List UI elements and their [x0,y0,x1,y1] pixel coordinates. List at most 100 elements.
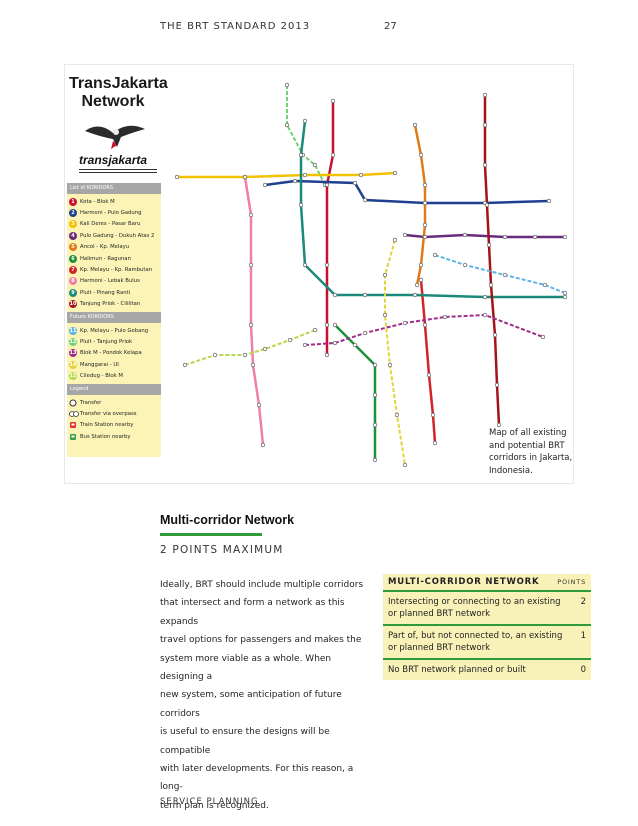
station-marker [430,412,436,418]
corridor-number-badge: 4 [69,231,77,240]
body-line: that intersect and form a network as thi… [160,598,345,627]
corridor-number-badge: 8 [69,277,77,286]
station-marker [256,402,262,408]
body-line: term plan is recognized. [160,800,269,811]
station-marker [502,234,508,240]
corridor-route-line [286,85,326,186]
running-head: THE BRT STANDARD 2013 [160,21,311,32]
table-row: No BRT network planned or built 0 [383,660,591,680]
station-marker [324,182,330,188]
station-marker [362,292,368,298]
legend-heading: Legend [67,383,161,395]
criterion-cell: No BRT network planned or built [388,665,526,675]
legend-symbol-item: Transfer [69,397,161,408]
station-marker [332,340,338,346]
station-marker [382,272,388,278]
page-number: 27 [384,21,397,32]
station-marker [432,252,438,258]
table-body: Intersecting or connecting to an existin… [383,592,591,680]
station-marker [412,122,418,128]
corridor-number-badge: 15 [69,372,77,381]
station-marker [352,180,358,186]
station-marker [418,262,424,268]
corridor-name: Harmoni - Pulo Gadung [80,210,142,217]
station-marker [298,152,304,158]
corridor-name: Kp. Melayu - Pulo Gebang [80,327,149,334]
body-line: new system, some anticipation of future … [160,690,342,719]
station-marker [302,262,308,268]
points-column-header: POINTS [557,578,586,586]
corridor-name: Kp. Melayu - Kp. Rambutan [80,267,153,274]
corridor-name: Manggarai - UI [80,361,119,368]
table-title: MULTI-CORRIDOR NETWORK [388,577,540,587]
corridor-name: Blok M - Pondok Kelapa [80,350,142,357]
corridor-name: Kota - Blok M [80,198,115,205]
corridor-route-line [483,95,501,426]
symbol-label: Transfer via overpass [80,410,137,417]
station-marker [287,337,293,343]
criterion-cell: Intersecting or connecting to an existin… [388,597,561,619]
corridor-name: Kali Deres - Pasar Baru [80,221,141,228]
station-marker [358,172,364,178]
station-marker [486,242,492,248]
train-station-icon [69,421,77,429]
corridors-heading: List of KORIDORS [67,183,161,194]
station-marker [562,234,568,240]
station-marker [392,237,398,243]
station-marker [496,422,502,428]
points-cell: 0 [580,665,586,675]
station-marker [484,202,490,208]
logo-wordmark: transjakarta [79,153,148,167]
station-marker [562,294,568,300]
corridor-route-line [299,120,565,299]
station-marker [362,197,368,203]
corridor-name: Pluit - Pinang Ranti [80,289,131,296]
station-marker [372,457,378,463]
body-line: with later developments. For this reason… [160,764,354,793]
station-marker [262,182,268,188]
station-marker [488,282,494,288]
logo-underline [79,169,157,173]
overpass-transfer-icon [69,410,79,418]
station-marker [284,82,290,88]
table-header: MULTI-CORRIDOR NETWORK POINTS [383,574,591,592]
station-marker [352,342,358,348]
station-marker [330,152,336,158]
points-cell: 2 [580,597,586,607]
station-marker [418,152,424,158]
station-marker [482,122,488,128]
station-marker [242,174,248,180]
station-marker [422,322,428,328]
corridor-name: Harmoni - Lebak Bulus [80,278,140,285]
station-marker [330,98,336,104]
corridor-route-line [264,179,550,205]
station-marker [387,362,393,368]
transfer-icon [69,399,77,407]
body-paragraph: Ideally, BRT should include multiple cor… [160,576,370,815]
points-maximum: 2 POINTS MAXIMUM [160,544,284,556]
station-marker [442,314,448,320]
station-marker [422,222,428,228]
station-marker [502,272,508,278]
station-marker [324,352,330,358]
station-marker [362,330,368,336]
station-marker [482,162,488,168]
station-marker [414,282,420,288]
station-marker [422,234,428,240]
station-marker [324,322,330,328]
corridor-route-line [404,233,565,239]
station-marker [302,172,308,178]
station-marker [372,392,378,398]
body-line: travel options for passengers and makes … [160,635,362,646]
corridor-route-line [419,279,437,444]
eagle-logo-icon [85,125,145,149]
station-marker [372,422,378,428]
body-line: system more viable as a whole. When desi… [160,653,332,683]
